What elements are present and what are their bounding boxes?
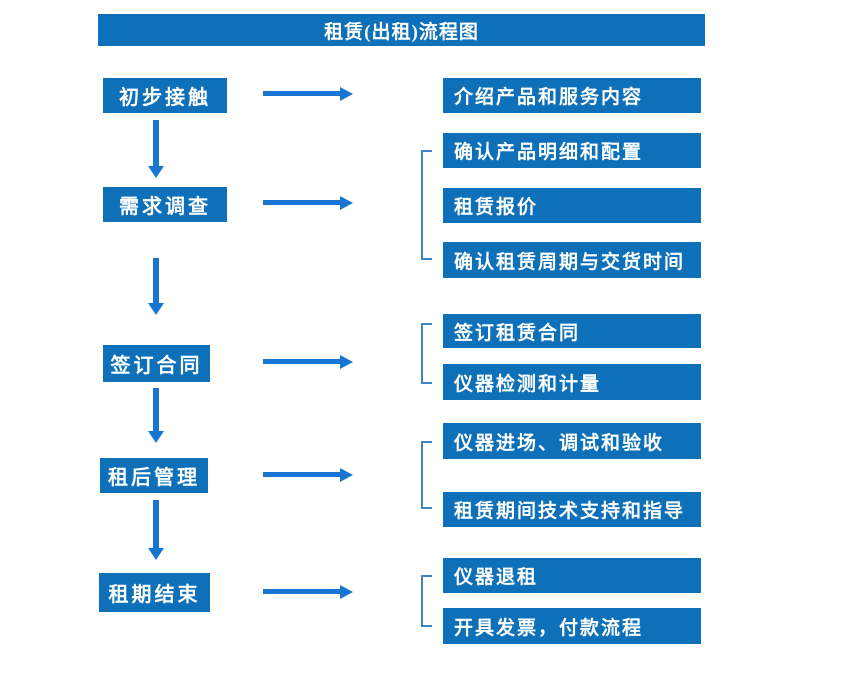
- arrow-shaft: [153, 388, 159, 432]
- arrow-head: [340, 468, 353, 482]
- arrow-shaft: [153, 500, 159, 549]
- detail-box-invoice-payment: 开具发票，付款流程: [443, 608, 701, 644]
- arrow-shaft: [263, 472, 342, 477]
- detail-box-rental-quotation: 租赁报价: [443, 188, 701, 223]
- right-arrow-icon-4: [263, 468, 353, 482]
- step-box-rental-end: 租期结束: [99, 573, 210, 612]
- right-arrow-icon-1: [263, 87, 353, 101]
- step-box-sign-contract: 签订合同: [103, 345, 210, 382]
- arrow-head: [340, 196, 353, 210]
- group-bracket-rental-end: [421, 575, 432, 627]
- arrow-shaft: [153, 120, 159, 167]
- arrow-head: [148, 303, 164, 315]
- down-arrow-icon-4: [148, 500, 164, 560]
- down-arrow-icon-2: [148, 258, 164, 315]
- arrow-shaft: [263, 359, 342, 364]
- arrow-shaft: [263, 91, 342, 96]
- step-box-initial-contact: 初步接触: [103, 78, 227, 113]
- right-arrow-icon-2: [263, 196, 353, 210]
- down-arrow-icon-3: [148, 388, 164, 443]
- detail-box-instrument-setup-acceptance: 仪器进场、调试和验收: [443, 423, 701, 459]
- detail-box-introduce-products: 介绍产品和服务内容: [443, 78, 701, 113]
- down-arrow-icon-1: [148, 120, 164, 178]
- arrow-shaft: [153, 258, 159, 304]
- arrow-head: [340, 585, 353, 599]
- arrow-head: [148, 431, 164, 443]
- arrow-head: [148, 548, 164, 560]
- arrow-head: [340, 87, 353, 101]
- right-arrow-icon-3: [263, 355, 353, 369]
- group-bracket-sign-contract: [421, 323, 432, 384]
- detail-box-confirm-period-delivery: 确认租赁周期与交货时间: [443, 242, 701, 278]
- group-bracket-post-rental: [421, 441, 432, 509]
- arrow-shaft: [263, 200, 342, 205]
- detail-box-sign-rental-contract: 签订租赁合同: [443, 314, 701, 348]
- flowchart-title: 租赁(出租)流程图: [98, 14, 705, 46]
- arrow-head: [148, 166, 164, 178]
- detail-box-instrument-testing: 仪器检测和计量: [443, 364, 701, 400]
- arrow-head: [340, 355, 353, 369]
- detail-box-confirm-product-details: 确认产品明细和配置: [443, 133, 701, 168]
- group-bracket-demand-survey: [421, 150, 432, 260]
- detail-box-instrument-return: 仪器退租: [443, 558, 701, 593]
- detail-box-technical-support: 租赁期间技术支持和指导: [443, 492, 701, 527]
- arrow-shaft: [263, 589, 342, 594]
- right-arrow-icon-5: [263, 585, 353, 599]
- step-box-demand-survey: 需求调查: [103, 187, 227, 222]
- step-box-post-rental-management: 租后管理: [100, 458, 208, 493]
